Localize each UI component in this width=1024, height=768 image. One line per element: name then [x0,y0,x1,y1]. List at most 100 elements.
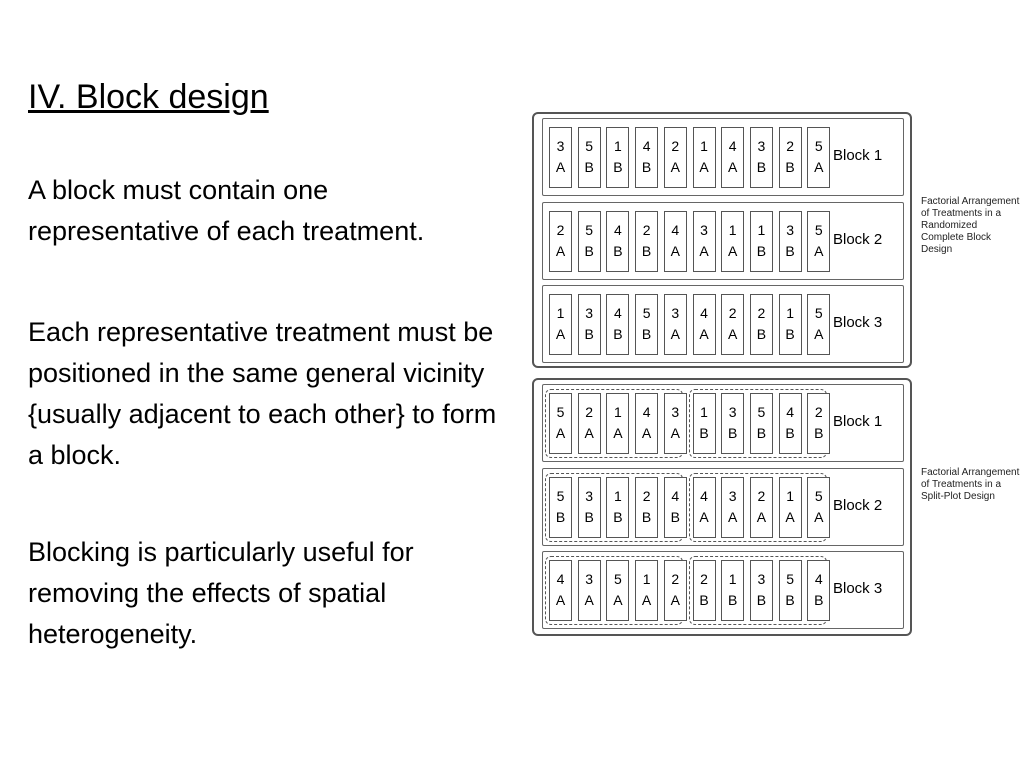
plot-letter: B [584,326,594,342]
plot-number: 4 [700,488,708,504]
split-plot-side-label: Factorial Arrangement of Treatments in a… [921,467,1020,502]
plot-number: 4 [814,571,823,587]
plot-letter: A [555,425,566,441]
plot-letter: B [699,592,709,608]
plot-number: 3 [757,571,766,587]
plot-number: 5 [642,305,651,321]
plot-letter: B [670,509,680,525]
plot-letter: A [814,326,824,342]
plot-letter: A [699,509,709,525]
plot-number: 5 [613,571,622,587]
plot-number: 3 [671,404,680,420]
plot-number: 1 [786,488,794,504]
plot-letter: B [785,592,795,608]
plot-number: 4 [642,138,651,154]
plot-number: 5 [556,404,565,420]
plot-number: 5 [585,138,594,154]
plot-letter: A [814,509,824,525]
plot-number: 4 [786,404,794,420]
plot-letter: B [641,326,652,342]
plot-letter: B [756,592,767,608]
plot-number: 2 [585,404,594,420]
plot-letter: A [613,592,623,608]
plot-letter: B [699,425,709,441]
plot-letter: A [728,159,738,175]
plot-number: 2 [814,404,823,420]
plot-number: 4 [728,138,737,154]
plot-number: 2 [642,222,651,238]
plot-number: 2 [786,138,794,154]
plot-letter: A [814,159,824,175]
plot-letter: B [785,326,795,342]
plot-letter: B [641,159,652,175]
plot-letter: A [584,425,594,441]
plot-number: 1 [700,404,708,420]
plot-number: 3 [728,488,737,504]
plot-letter: B [814,592,824,608]
plot-letter: B [756,159,767,175]
plot-letter: B [584,243,594,259]
plot-number: 5 [585,222,594,238]
plot-letter: A [670,592,680,608]
plot-number: 5 [556,488,565,504]
block-label: Block 1 [833,147,883,164]
slide-title: IV. Block design [28,78,269,116]
plot-number: 3 [786,222,794,238]
paragraph-blocking-usefulness: Blocking is particularly useful for remo… [28,537,414,649]
plot-letter: A [670,159,680,175]
block-label: Block 2 [833,231,883,248]
plot-number: 4 [671,488,680,504]
plot-number: 5 [757,404,766,420]
plot-letter: A [728,243,738,259]
plot-number: 3 [585,305,594,321]
plot-number: 4 [613,305,622,321]
plot-number: 5 [814,222,823,238]
plot-letter: B [641,243,652,259]
plot-letter: A [670,425,680,441]
plot-letter: A [555,326,566,342]
plot-number: 1 [613,404,622,420]
plot-number: 3 [728,404,737,420]
plot-letter: B [728,592,738,608]
plot-number: 1 [613,488,622,504]
